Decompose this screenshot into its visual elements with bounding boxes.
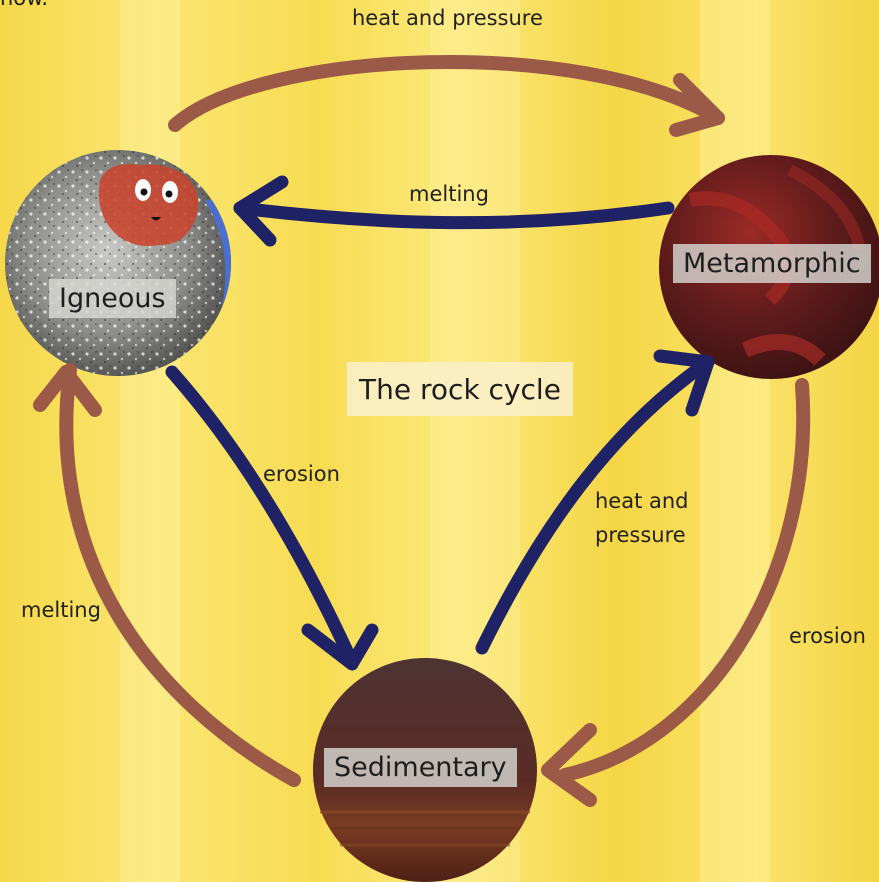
label-erosion-right: erosion xyxy=(789,624,866,649)
label-heat-and-pressure-top: heat and pressure xyxy=(352,6,543,31)
label-heat-and-pressure-line2: pressure xyxy=(595,523,686,548)
label-melting-top: melting xyxy=(409,182,489,207)
arrow-metamorphic-to-sedimentary xyxy=(565,385,803,775)
arrow-igneous-to-sedimentary xyxy=(172,372,352,662)
igneous-label: Igneous xyxy=(49,279,176,318)
diagram-title: The rock cycle xyxy=(347,362,573,416)
arrow-igneous-to-metamorphic xyxy=(175,62,718,125)
arrow-metamorphic-to-igneous xyxy=(240,208,668,223)
arrow-sedimentary-to-igneous xyxy=(66,370,294,780)
metamorphic-label: Metamorphic xyxy=(673,244,871,283)
label-erosion-left: erosion xyxy=(263,462,340,487)
igneous-rock xyxy=(5,150,240,376)
sedimentary-label: Sedimentary xyxy=(324,748,517,787)
label-heat-and-pressure-line1: heat and xyxy=(595,489,689,514)
label-melting-left: melting xyxy=(21,598,101,623)
